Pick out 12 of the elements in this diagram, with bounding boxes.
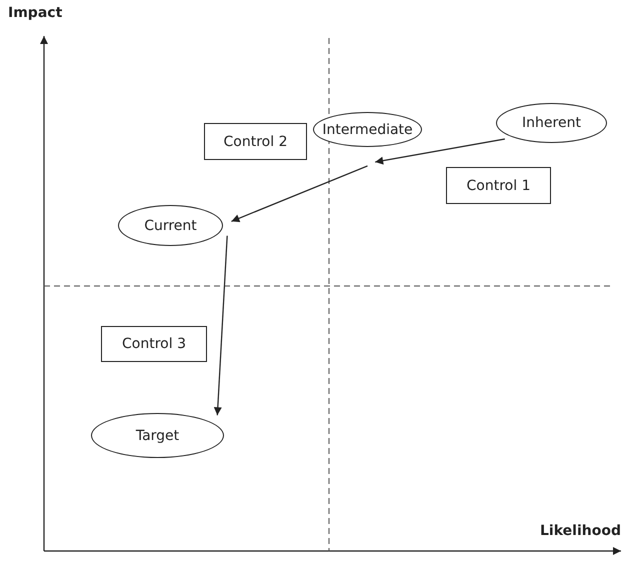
state-ellipse: Target bbox=[91, 413, 224, 458]
arrow bbox=[375, 138, 505, 165]
state-ellipse: Intermediate bbox=[313, 112, 422, 147]
control-box: Control 3 bbox=[101, 326, 207, 362]
axis-label: Impact bbox=[8, 5, 62, 21]
axis-label: Likelihood bbox=[540, 523, 621, 539]
state-ellipse: Inherent bbox=[496, 103, 607, 143]
arrow bbox=[231, 165, 368, 222]
control-box: Control 2 bbox=[204, 123, 307, 160]
control-box: Control 1 bbox=[446, 167, 551, 204]
arrow bbox=[214, 236, 228, 416]
state-ellipse: Current bbox=[118, 205, 223, 246]
